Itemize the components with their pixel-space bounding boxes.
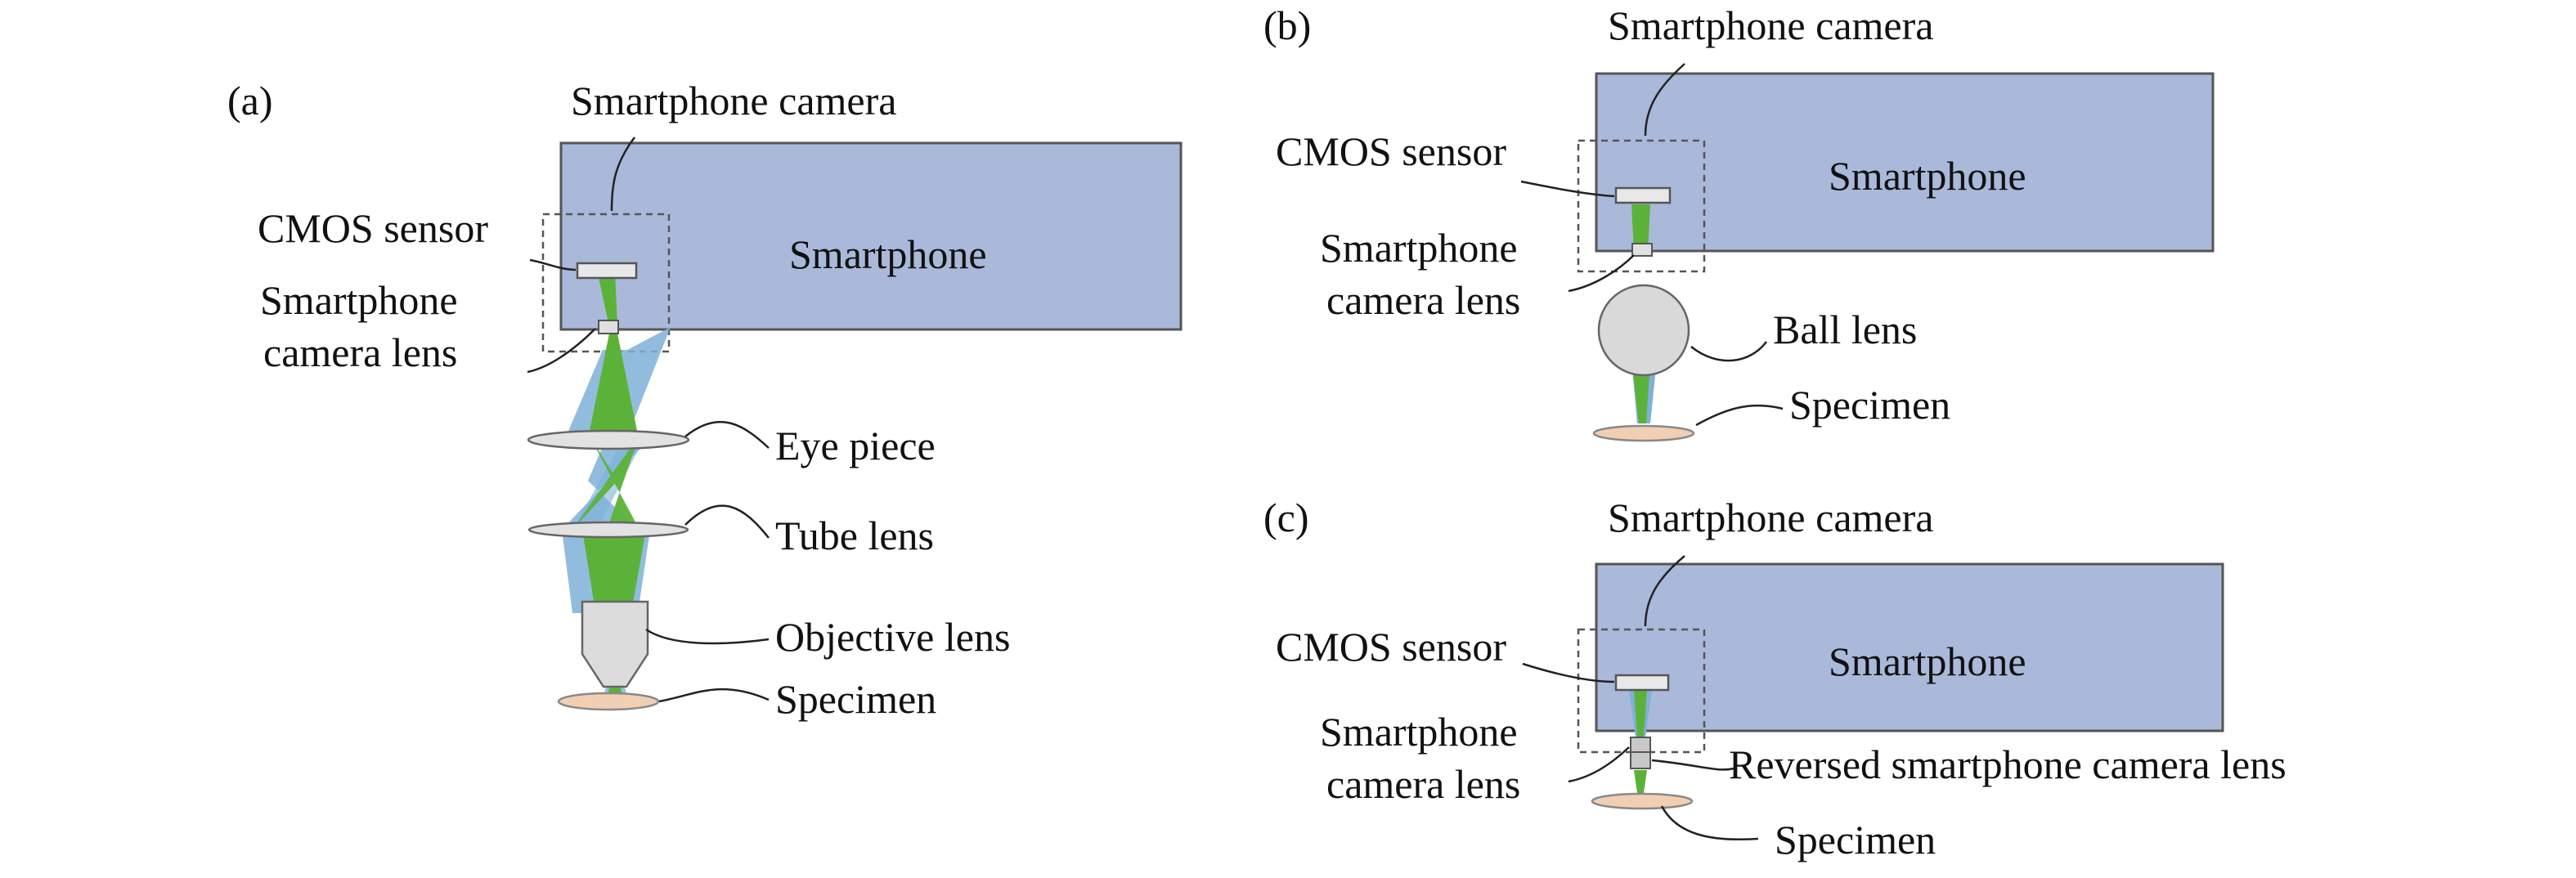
panel-b-specimen [1592, 424, 1695, 442]
panel-b-ball-lens-label: Ball lens [1773, 307, 1917, 352]
panel-b-leader-lines [1520, 63, 1784, 427]
panel-a-objective-label: Objective lens [775, 614, 1010, 660]
panel-a-tube-lens-label: Tube lens [775, 513, 934, 558]
panel-b-label: (b) [1263, 2, 1311, 48]
panel-a: (a) Smartphone [227, 78, 1183, 722]
panel-c-smartphone-body [1595, 562, 2224, 732]
panel-a-leader-lines [527, 137, 770, 703]
panel-a-lens-label-line2: camera lens [263, 329, 457, 375]
panel-a-objective-lens [581, 600, 649, 688]
panel-a-camera-label: Smartphone camera [571, 78, 896, 123]
panel-a-light-path [562, 270, 671, 699]
panel-a-eye-piece [527, 429, 690, 450]
panel-c-reversed-camera-lens [1630, 751, 1651, 769]
panel-c-label: (c) [1263, 495, 1309, 540]
panel-c-cmos-sensor [1614, 674, 1670, 692]
panel-b-smartphone-body [1595, 72, 2215, 253]
panel-a-smartphone-label: Smartphone [789, 231, 987, 277]
panel-b-sensor-label: CMOS sensor [1276, 128, 1506, 174]
panel-a-cmos-sensor [576, 262, 638, 280]
panel-a-label: (a) [227, 78, 273, 123]
panel-a-smartphone-camera-lens [598, 320, 619, 334]
panel-b-lens-label-line1: Smartphone [1320, 225, 1518, 271]
panel-c-lens-label-line2: camera lens [1326, 761, 1520, 807]
panel-c-reversed-lens-label: Reversed smartphone camera lens [1729, 741, 2287, 787]
panel-a-tube-lens [527, 521, 689, 539]
panel-b-smartphone-camera-lens [1631, 243, 1653, 257]
panel-c-light-path [1629, 690, 1652, 793]
panel-a-specimen-label: Specimen [775, 676, 936, 722]
panel-c-smartphone-label: Smartphone [1829, 638, 2026, 684]
panel-c-specimen-label: Specimen [1775, 817, 1936, 862]
panel-c: (c) Smartphone Smartphone camera CMOS se… [1263, 495, 2287, 862]
panel-c-specimen [1591, 792, 1694, 810]
panel-c-leader-lines [1522, 555, 1759, 841]
panel-a-smartphone-body [559, 141, 1183, 331]
panel-b-lens-label-line2: camera lens [1326, 277, 1520, 323]
panel-c-camera-label: Smartphone camera [1608, 495, 1933, 540]
panel-c-smartphone-camera-lens [1630, 737, 1651, 753]
panel-b-cmos-sensor [1614, 186, 1672, 204]
panel-b-camera-module-box [1577, 139, 1706, 273]
panel-b-specimen-label: Specimen [1789, 382, 1950, 428]
panel-a-eyepiece-label: Eye piece [775, 423, 936, 468]
panel-a-lens-label-line1: Smartphone [260, 277, 458, 323]
panel-c-sensor-label: CMOS sensor [1276, 624, 1506, 670]
panel-b-ball-lens [1597, 284, 1690, 377]
panel-a-sensor-label: CMOS sensor [258, 205, 488, 251]
panel-a-specimen [557, 692, 660, 711]
panel-b: (b) Smartphone Smartphone camera CMOS se… [1263, 2, 2215, 442]
panel-b-camera-label: Smartphone camera [1608, 2, 1933, 48]
panel-c-lens-label-line1: Smartphone [1320, 709, 1518, 755]
panel-b-smartphone-label: Smartphone [1829, 153, 2026, 199]
